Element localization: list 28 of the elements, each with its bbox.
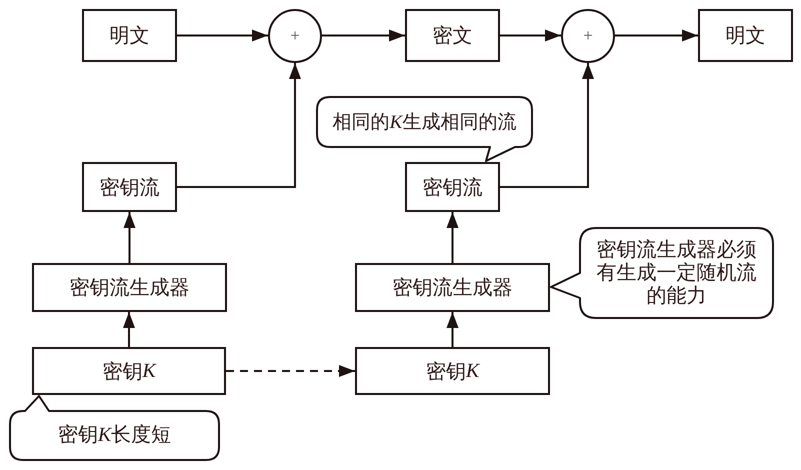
process-box: 密钥K	[355, 347, 550, 395]
dashed-arrow	[226, 365, 355, 377]
arrow	[177, 30, 268, 42]
process-box: 密钥流生成器	[355, 263, 550, 312]
process-box: 密钥流	[405, 162, 500, 212]
callout-text: 密钥流生成器必须有生成一定随机流的能力	[596, 238, 758, 308]
process-box: 密文	[405, 9, 500, 62]
arrow	[500, 30, 561, 42]
arrow	[177, 63, 301, 188]
process-box: 密钥流生成器	[32, 263, 227, 312]
arrow	[123, 312, 135, 347]
sum-circle: +	[268, 9, 322, 63]
arrow	[124, 212, 136, 263]
process-box: 密钥流	[82, 162, 177, 212]
speech-bubble	[9, 395, 220, 461]
arrow	[446, 312, 458, 347]
process-box: 明文	[698, 9, 793, 62]
process-box: 明文	[82, 9, 177, 62]
arrow	[322, 30, 405, 42]
arrow	[615, 30, 698, 42]
speech-bubble	[550, 227, 774, 319]
callout-text: 相同的K生成相同的流	[332, 110, 518, 134]
sum-circle: +	[561, 9, 615, 63]
arrow	[446, 212, 458, 263]
callout-text: 密钥K长度短	[57, 424, 172, 447]
arrow	[500, 63, 594, 188]
process-box: 密钥K	[32, 347, 226, 395]
speech-bubble	[316, 96, 533, 162]
